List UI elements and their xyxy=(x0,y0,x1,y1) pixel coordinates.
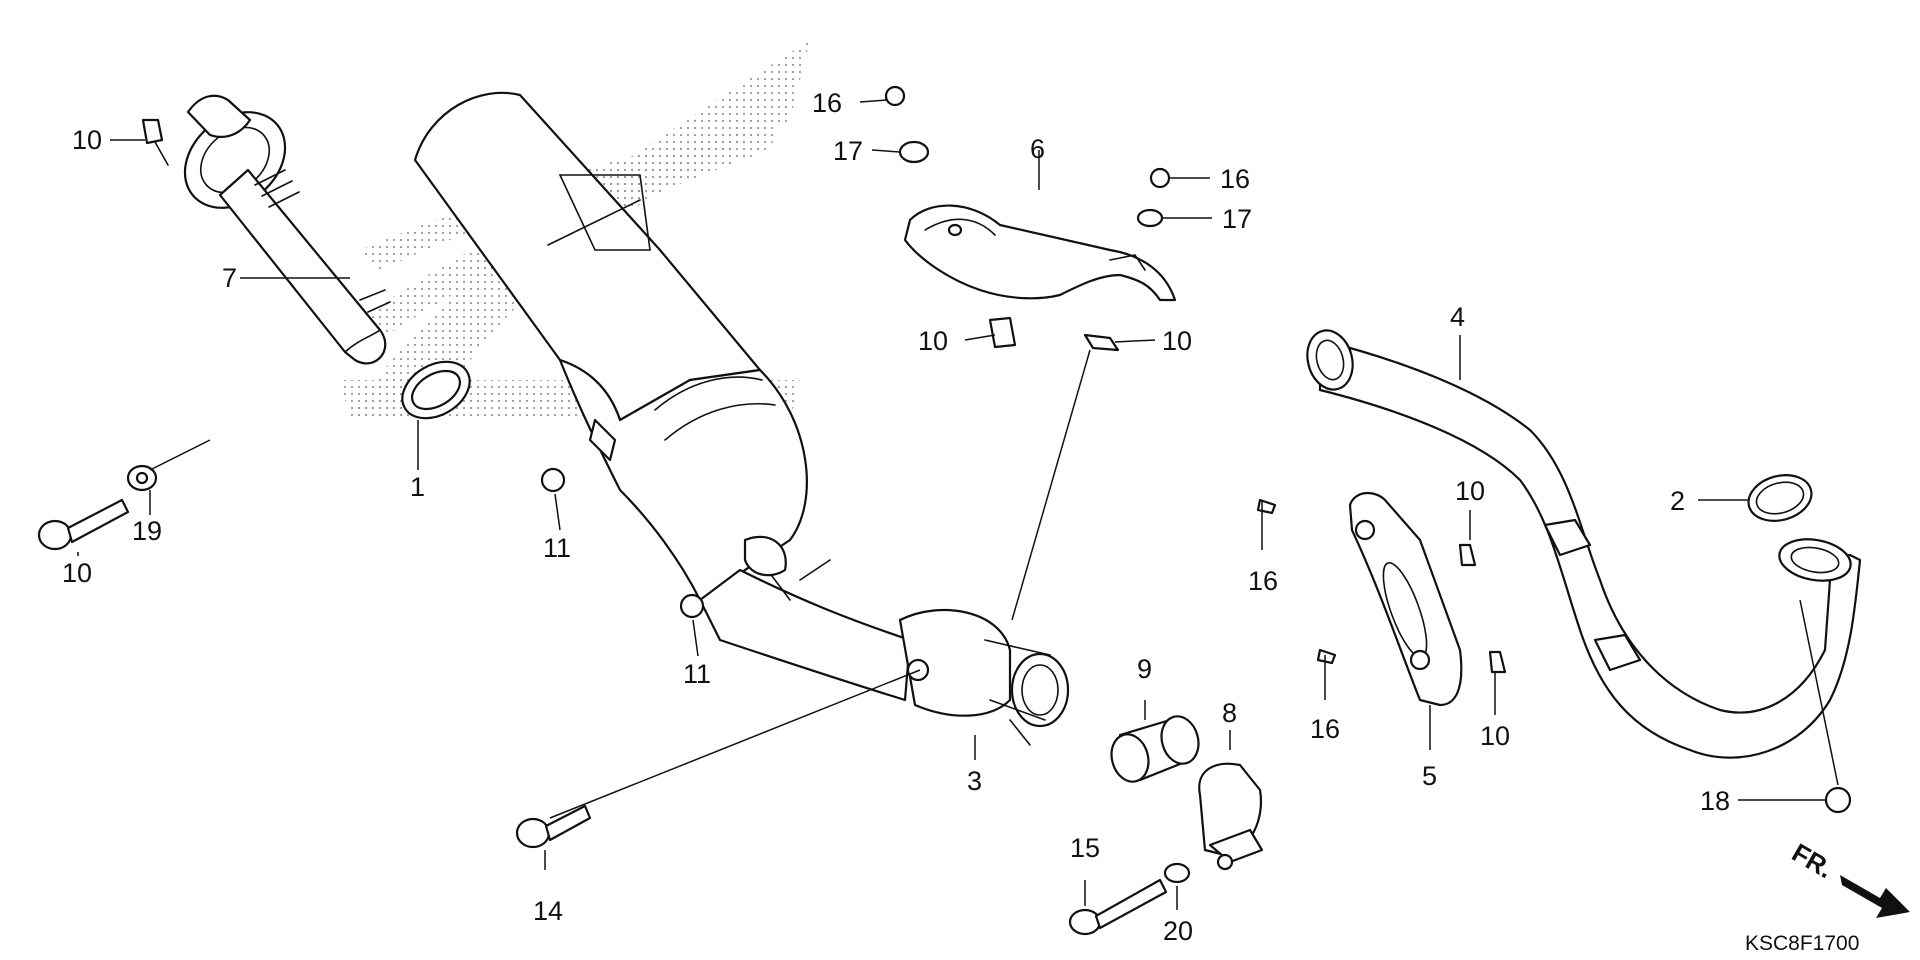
front-direction-indicator: FR. xyxy=(1787,837,1910,918)
callout-2: 2 xyxy=(1670,486,1685,516)
part-1-gasket xyxy=(401,360,471,420)
part-4-exhaust-pipe xyxy=(1306,329,1862,759)
part-8-clamp xyxy=(1198,762,1264,871)
callout-11b: 11 xyxy=(683,659,711,689)
diagram-code: KSC8F1700 xyxy=(1745,932,1859,955)
callout-17b: 17 xyxy=(1222,204,1252,234)
callout-20: 20 xyxy=(1163,916,1193,946)
callout-1: 1 xyxy=(410,472,425,502)
callout-16a: 16 xyxy=(812,88,842,118)
callout-7: 7 xyxy=(222,263,237,293)
callout-11a: 11 xyxy=(543,533,571,563)
callout-19: 19 xyxy=(132,516,162,546)
part-6-heat-shield xyxy=(903,204,1177,302)
callout-13: 10 xyxy=(62,558,92,588)
callouts: 10 7 1 10 19 11 11 14 15 20 16 17 6 16 1… xyxy=(62,88,1730,946)
callout-10b: 10 xyxy=(1162,326,1192,356)
callout-3: 3 xyxy=(967,766,982,796)
callout-14: 14 xyxy=(533,896,563,926)
callout-5: 5 xyxy=(1422,761,1437,791)
muffler-body xyxy=(413,91,912,702)
callout-18: 18 xyxy=(1700,786,1730,816)
front-arrow-icon xyxy=(1840,875,1910,918)
callout-16b: 16 xyxy=(1220,164,1250,194)
callout-10a: 10 xyxy=(918,326,948,356)
part-9-sleeve xyxy=(1110,715,1200,783)
part-5-pipe-protector xyxy=(1348,492,1463,707)
fasteners xyxy=(37,85,1852,936)
callout-15: 15 xyxy=(1070,833,1100,863)
part-2-gasket xyxy=(1747,474,1813,522)
leader-lines xyxy=(77,99,1839,910)
callout-16c: 16 xyxy=(1248,566,1278,596)
callout-6: 6 xyxy=(1030,134,1045,164)
part-3-joint-collar xyxy=(898,608,1070,746)
callout-17a: 17 xyxy=(833,136,863,166)
callout-16d: 16 xyxy=(1310,714,1340,744)
part-7-tailpipe xyxy=(183,94,391,365)
callout-8: 8 xyxy=(1222,698,1237,728)
callout-10c: 10 xyxy=(1455,476,1485,506)
callout-12: 10 xyxy=(72,125,102,155)
callout-10d: 10 xyxy=(1480,721,1510,751)
callout-9: 9 xyxy=(1137,654,1152,684)
fr-label: FR. xyxy=(1787,837,1838,884)
callout-4: 4 xyxy=(1450,302,1465,332)
